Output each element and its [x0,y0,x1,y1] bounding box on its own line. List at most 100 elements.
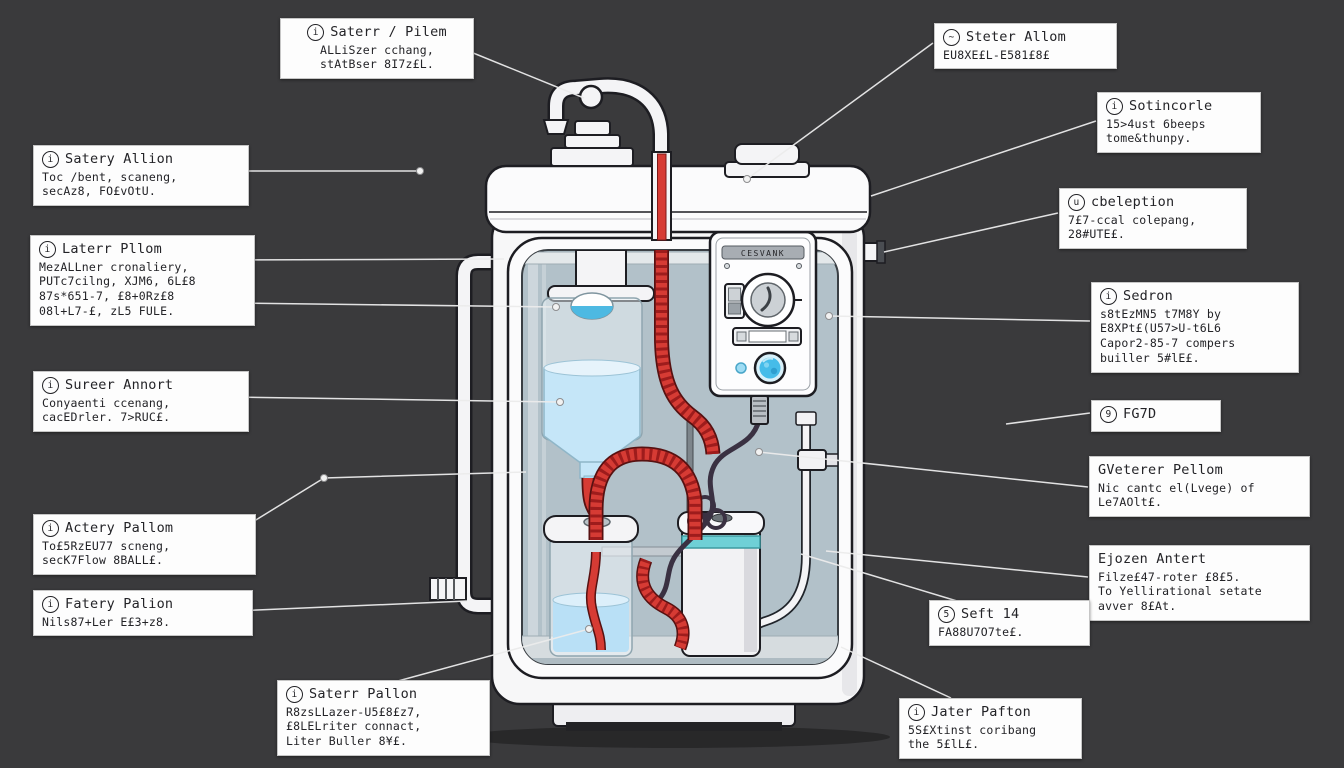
spout-tip [542,119,570,135]
label-line: FA88U7O7te£. [938,624,1024,639]
label-title: i Saterr Pallon [286,686,481,704]
label-title-text: Sotincorle [1129,98,1213,114]
label-title-text: Sedron [1123,288,1173,304]
label-box-gveterer-pellom: GVeterer Pellom Nic cantc el(Lvege) of L… [1089,456,1310,518]
label-line: Le7AOlt£. [1098,495,1163,510]
label-title: Ejozen Antert [1098,551,1301,569]
label-line: 28#UTE£. [1068,227,1125,242]
label-title: 5 Seft 14 [938,606,1081,624]
level-slider [732,327,802,346]
label-line: £8LELriter connact, [286,719,422,734]
label-line: EU8XE£L-E581£8£ [943,47,1050,62]
feed-tube [575,250,627,289]
label-line: 7£7-ccal colepang, [1068,212,1197,227]
circled-number-icon: ~ [943,29,960,47]
circled-number-icon: i [1106,98,1123,116]
red-riser-tube [651,151,672,241]
leader-dots [320,167,833,633]
label-line: 87s*651-7, £8+0Rz£8 [39,289,175,304]
label-title-text: Actery Pallom [65,520,174,536]
label-title-text: Seft 14 [961,606,1020,622]
label-title-text: Fatery Palion [65,596,174,612]
control-panel: CESVANK [708,230,818,425]
label-box-seft-14: 5 Seft 14 FA88U7O7te£. [929,600,1090,647]
circled-number-icon: i [42,520,59,538]
left-pipe-fitting [429,577,467,601]
label-title-text: Jater Pafton [931,704,1031,720]
label-box-ejozen-antert: Ejozen Antert Filze£47-roter £8£5. To Ye… [1089,545,1310,622]
label-title-text: Saterr Pallon [309,686,418,702]
label-line: Nic cantc el(Lvege) of [1098,480,1255,495]
label-line: stAtBser 8I7z£L. [320,57,434,72]
label-title-text: Laterr Pllom [62,241,162,257]
label-title-text: FG7D [1123,406,1157,422]
label-title: i Fatery Palion [42,596,244,614]
label-title-text: Ejozen Antert [1098,551,1207,567]
label-title: i Saterr / Pilem [289,24,465,42]
label-line: Toc /bent, scaneng, [42,169,178,184]
circled-number-icon: i [286,686,303,704]
label-title: i Laterr Pllom [39,241,246,259]
label-line: Liter Buller 8¥£. [286,734,408,749]
blue-dome [571,306,613,319]
label-box-actery-pallom: i Actery Pallom To£5RzEU77 scneng, secK7F… [33,514,256,576]
indicator-dot [735,362,747,374]
side-valve-fitting [797,449,827,471]
label-line: Nils87+Ler E£3+z8. [42,614,171,629]
faucet-assembly [542,77,670,167]
label-box-saterr-pallon: i Saterr Pallon R8zsLLazer-U5£8£z7, £8LEL… [277,680,490,757]
fill-cap [724,143,810,178]
circled-number-icon: 5 [938,606,955,624]
label-line: Filze£47-roter £8£5. [1098,569,1241,584]
panel-screw-right [796,263,802,269]
label-line: Capor2-85-7 compers [1100,336,1236,351]
label-line: ALLiSzer cchang, [320,42,434,57]
label-title: i Sedron [1100,288,1290,306]
circled-number-icon: i [307,24,325,42]
label-title-text: Satery Allion [65,151,174,167]
label-title: i Actery Pallom [42,520,247,538]
panel-brand-text: CESVANK [741,249,785,258]
label-box-steter-allom: ~ Steter Allom EU8XE£L-E581£8£ [934,23,1117,70]
circled-number-icon: i [39,241,56,259]
label-line: tome&thunpy. [1106,131,1192,146]
circled-number-icon: i [42,596,59,614]
left-water-pipe [429,253,500,615]
right-filter-canister [677,511,765,657]
label-box-fatery-palion: i Fatery Palion Nils87+Ler E£3+z8. [33,590,253,637]
label-line: R8zsLLazer-U5£8£z7, [286,704,422,719]
red-corrugated-tube [581,250,721,651]
pressure-dial [740,272,802,328]
circled-number-icon: i [908,704,925,722]
label-line: To£5RzEU77 scneng, [42,538,171,553]
label-line: 15>4ust 6beeps [1106,116,1206,131]
label-line: cacEDrler. 7>RUC£. [42,410,171,425]
label-line: s8tEzMN5 t7M8Y by [1100,306,1222,321]
dial-needle [760,286,772,312]
label-title-text: cbeleption [1091,194,1175,210]
machine-lid [484,164,872,234]
panel-cable-connector [750,395,769,425]
circled-number-icon: i [1100,288,1117,306]
label-box-saterr-pilem: i Saterr / Pilem ALLiSzer cchang, stAtBse… [280,18,474,80]
label-title: i Sotincorle [1106,98,1252,116]
circled-number-icon: i [42,151,59,169]
blue-power-button [753,351,787,385]
ground-shadow [460,726,890,748]
label-title-text: Steter Allom [966,29,1066,45]
label-title-text: Saterr / Pilem [330,24,447,40]
label-line: secK7Flow 8BALL£. [42,553,164,568]
panel-screw-left [724,263,730,269]
label-title-text: GVeterer Pellom [1098,462,1223,478]
